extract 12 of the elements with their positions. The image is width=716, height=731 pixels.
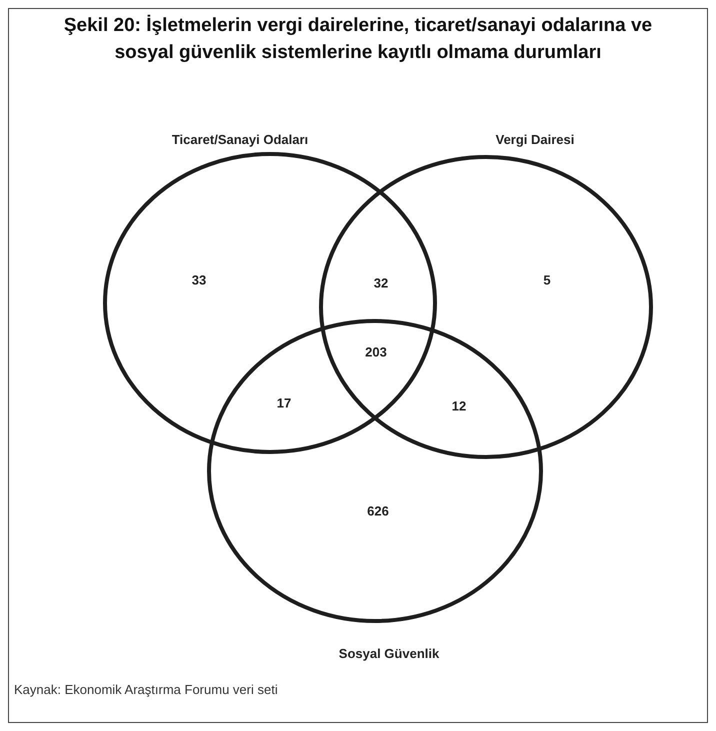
region-count: 17 bbox=[276, 396, 292, 410]
circle-label: Vergi Dairesi bbox=[496, 132, 574, 147]
region-count: 203 bbox=[365, 344, 387, 360]
circle-label: Sosyal Güvenlik bbox=[338, 646, 440, 661]
source-caption: Kaynak: Ekonomik Araştırma Forumu veri seti bbox=[14, 682, 278, 697]
region-count: 32 bbox=[374, 276, 388, 290]
figure-title: Şekil 20: İşletmelerin vergi dairelerine, ticaret/sanayi odalarına ve sosyal güvenlik sistemlerine kayıtlı olmama durumları bbox=[62, 14, 654, 65]
region-count: 626 bbox=[367, 504, 389, 518]
circle-label: Ticaret/Sanayi Odaları bbox=[172, 132, 308, 147]
region-count: 33 bbox=[192, 272, 206, 288]
region-count: 12 bbox=[452, 398, 466, 414]
region-count: 5 bbox=[543, 272, 551, 288]
